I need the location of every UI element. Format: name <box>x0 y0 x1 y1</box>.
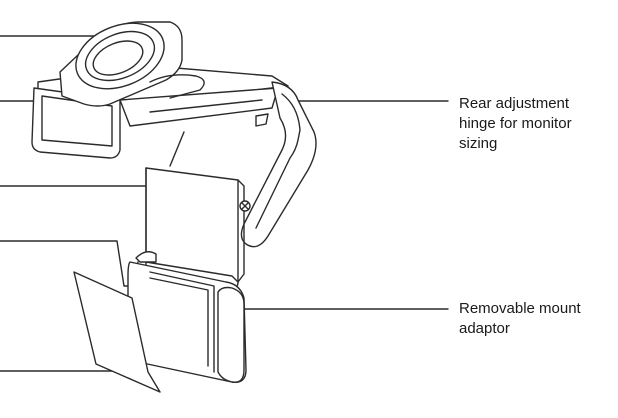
right-leader-lines <box>235 100 449 310</box>
camera-body <box>59 21 205 107</box>
removable-mount-adaptor <box>127 251 247 383</box>
label-line: sizing <box>459 135 498 152</box>
label-line: Removable mount <box>459 300 581 317</box>
label-line: hinge for monitor <box>459 115 572 132</box>
adhesive-sheet <box>73 271 161 393</box>
label-removable-mount-adaptor: Removable mount adaptor <box>459 299 581 339</box>
label-rear-adjustment-hinge: Rear adjustment hinge for monitor sizing <box>459 94 572 154</box>
label-line: Rear adjustment <box>459 95 570 112</box>
label-line: adaptor <box>459 320 510 337</box>
